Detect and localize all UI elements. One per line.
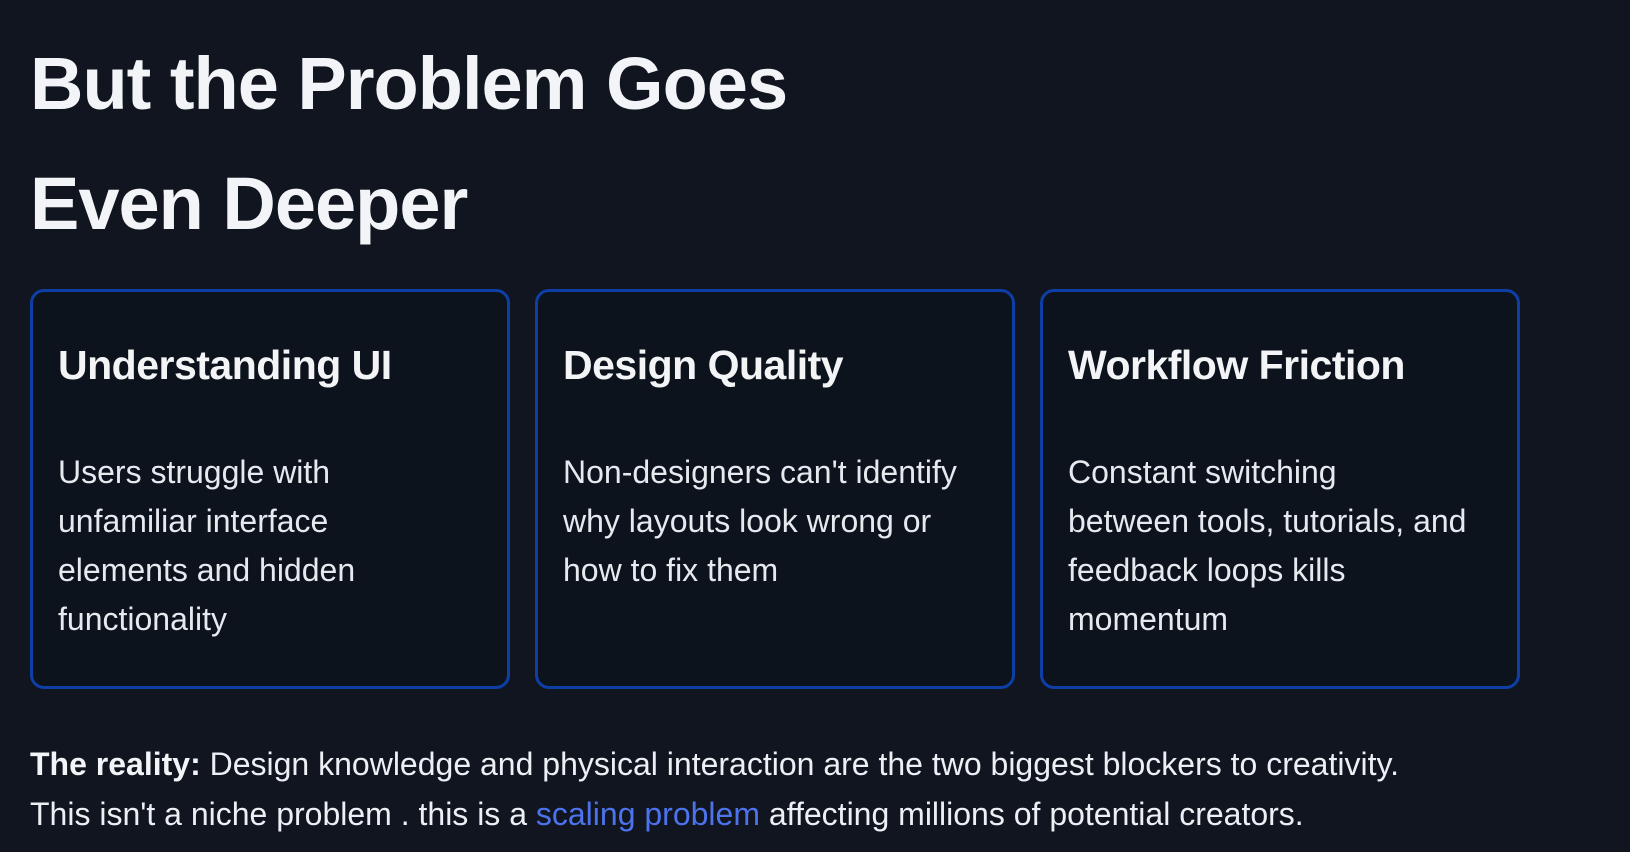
scaling-problem-link[interactable]: scaling problem	[535, 796, 760, 832]
footer-line1-text: Design knowledge and physical interactio…	[200, 746, 1399, 782]
card-body-workflow-friction: Constant switching between tools, tutori…	[1068, 454, 1467, 637]
footer-line2-text: This isn't a niche problem . this is a	[30, 796, 536, 832]
footer-line2-suffix: affecting millions of potential creators…	[759, 796, 1304, 832]
card-body-understanding-ui: Users struggle with unfamiliar interface…	[58, 454, 356, 637]
card-understanding-ui: Understanding UI Users struggle with unf…	[30, 289, 510, 689]
card-body-design-quality: Non-designers can't identify why layouts…	[563, 454, 957, 588]
page-title-line2: Even Deeper	[30, 162, 468, 245]
card-design-quality: Design Quality Non-designers can't ident…	[535, 289, 1015, 689]
reality-bold-label: The reality:	[30, 746, 201, 782]
card-workflow-friction: Workflow Friction Constant switching bet…	[1040, 289, 1520, 689]
problem-cards-row: Understanding UI Users struggle with unf…	[30, 289, 1520, 689]
card-title-understanding-ui: Understanding UI	[58, 342, 392, 388]
card-title-design-quality: Design Quality	[563, 342, 844, 388]
page-title-line1: But the Problem Goes	[30, 42, 788, 125]
footer-paragraph: The reality: Design knowledge and physic…	[30, 739, 1550, 839]
card-title-workflow-friction: Workflow Friction	[1068, 342, 1405, 388]
